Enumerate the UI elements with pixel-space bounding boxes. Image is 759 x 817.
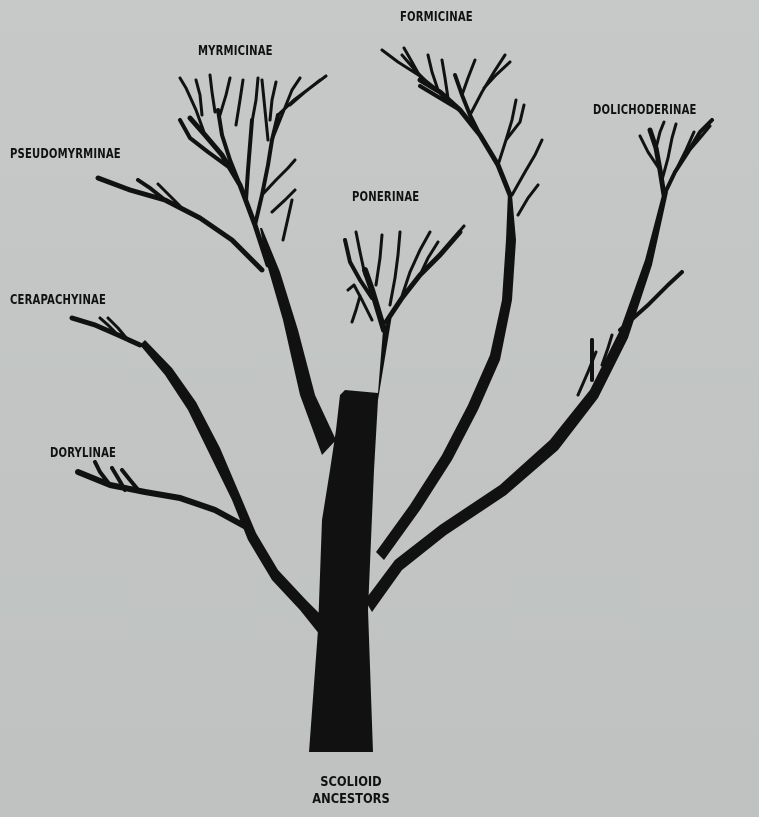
label-myrmicinae: MYRMICINAE xyxy=(198,44,273,59)
label-root-line2: ANCESTORS xyxy=(289,791,412,808)
label-cerapachyinae: CERAPACHYINAE xyxy=(10,293,106,308)
branch-dolichoderinae xyxy=(365,192,668,612)
trunk xyxy=(309,315,392,752)
label-dorylinae: DORYLINAE xyxy=(50,446,116,461)
branch-myrmicinae-pseudomyrminae xyxy=(260,228,336,455)
label-dolichoderinae: DOLICHODERINAE xyxy=(593,103,697,118)
label-root-ancestors: SCOLIOID ANCESTORS xyxy=(289,774,412,808)
label-pseudomyrminae: PSEUDOMYRMINAE xyxy=(10,147,121,162)
label-ponerinae: PONERINAE xyxy=(352,190,419,205)
label-formicinae: FORMICINAE xyxy=(400,10,473,25)
label-root-line1: SCOLIOID xyxy=(289,774,412,791)
